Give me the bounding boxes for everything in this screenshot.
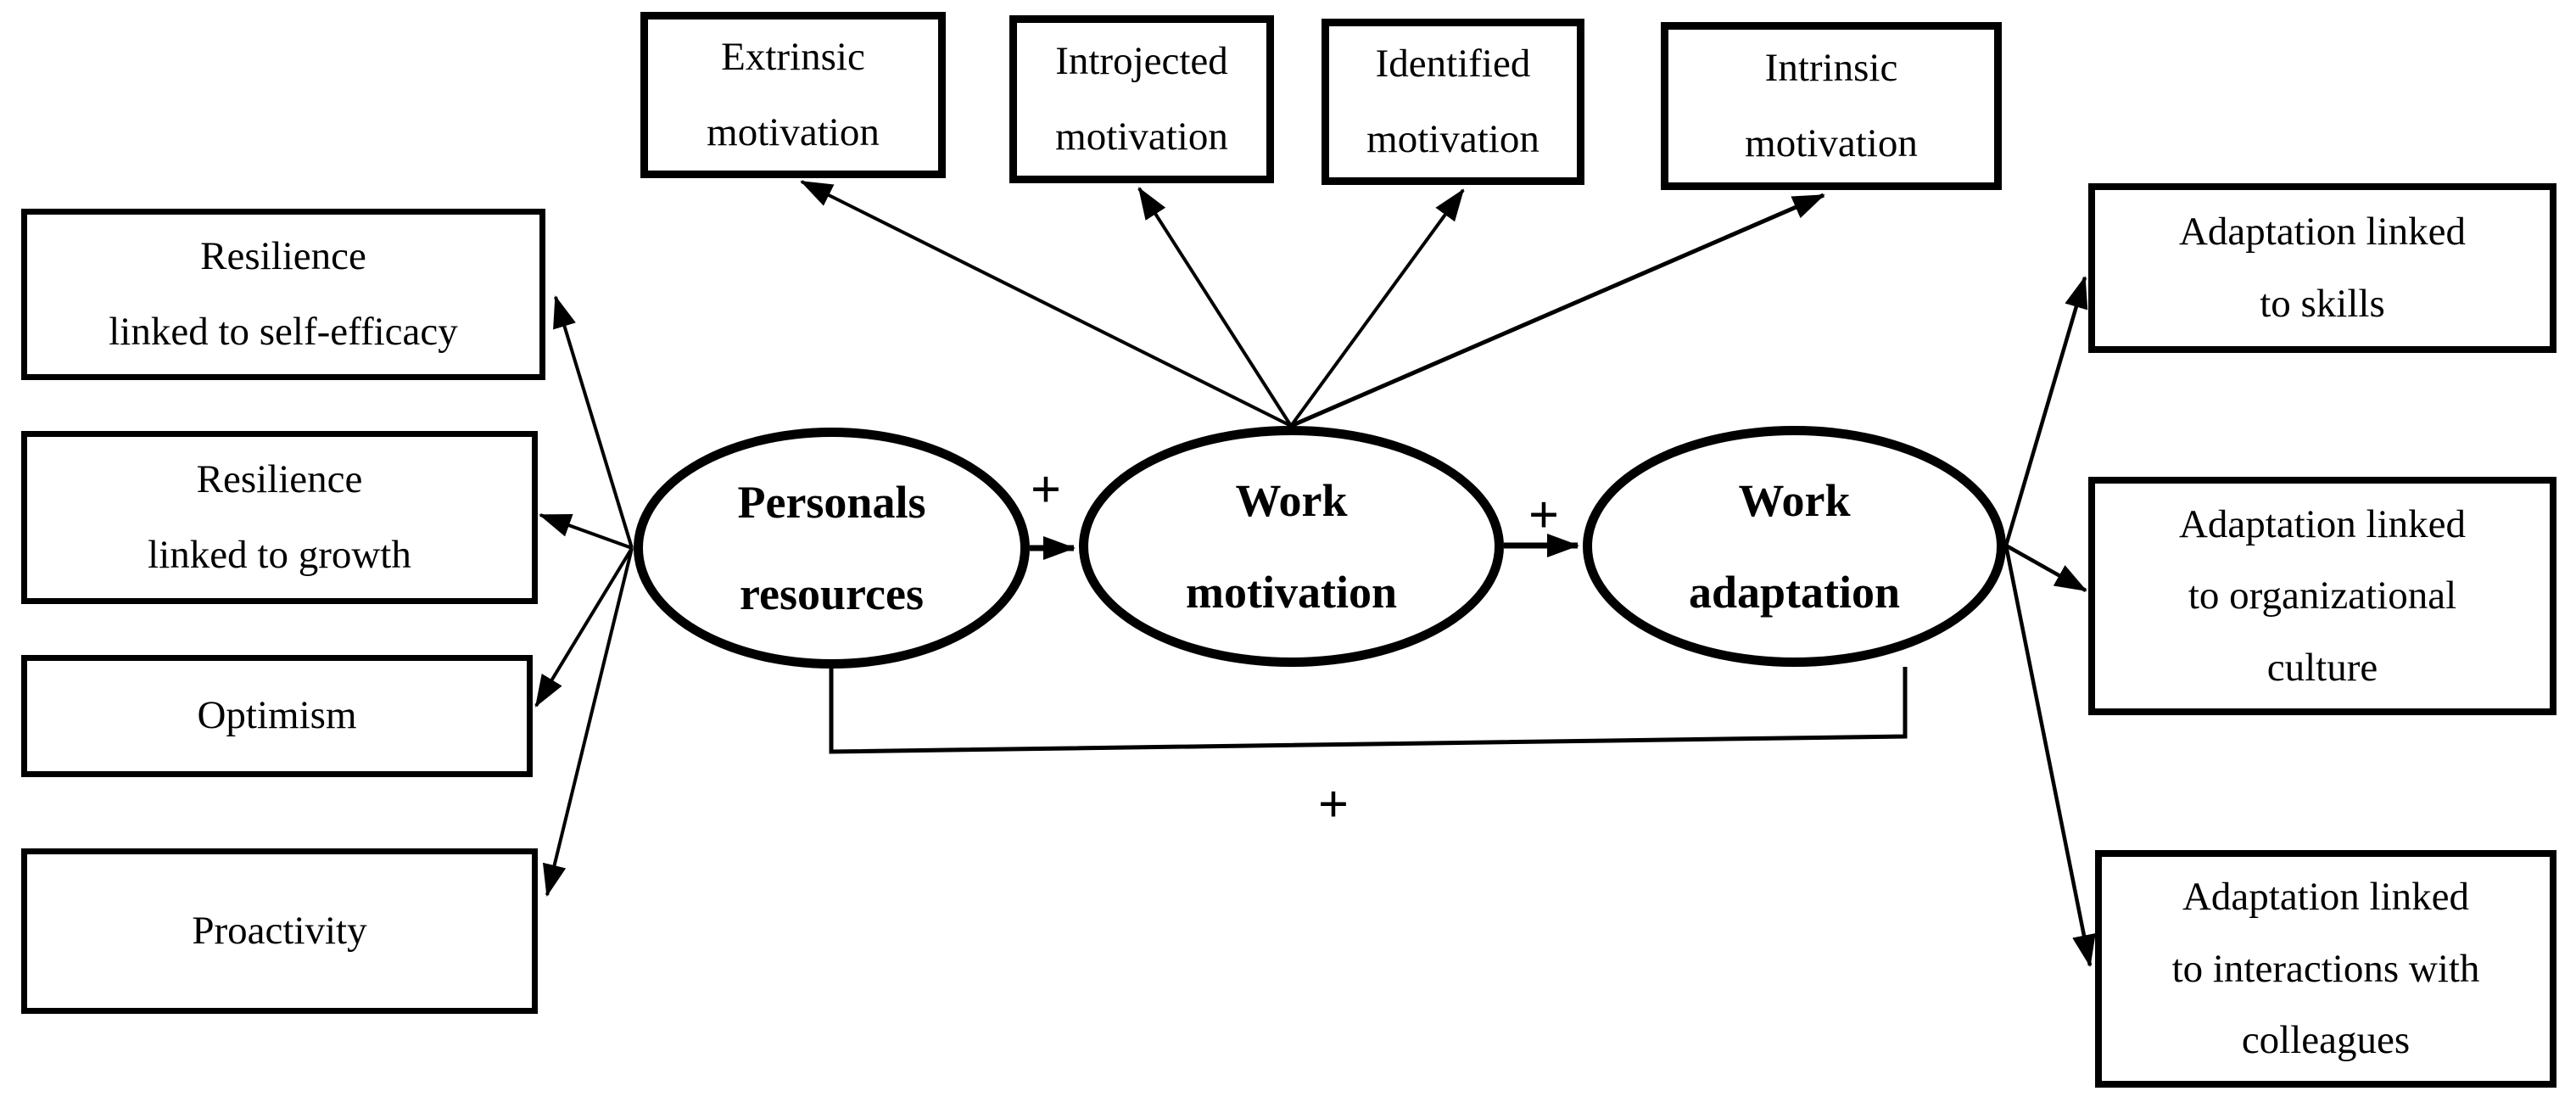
- node-label: Personals resources: [737, 477, 926, 619]
- edge-adaptation-to-skills: [2003, 276, 2088, 546]
- edge-motivation-to-identified: [1289, 188, 1465, 428]
- node-proactivity: Proactivity: [21, 848, 538, 1014]
- node-label: Identified motivation: [1366, 41, 1539, 161]
- node-label: Work motivation: [1186, 475, 1397, 618]
- node-label: Optimism: [197, 693, 357, 738]
- edge-personal-to-adaptation-direct: [829, 667, 1908, 754]
- edge-adaptation-to-org-culture: [2004, 544, 2087, 592]
- node-resilience-growth: Resilience linked to growth: [21, 431, 538, 604]
- node-label: Extrinsic motivation: [707, 34, 880, 154]
- edge-personal-to-optimism: [534, 546, 634, 708]
- edge-motivation-to-intrinsic: [1290, 193, 1825, 428]
- node-optimism: Optimism: [21, 655, 533, 777]
- node-identified-motivation: Identified motivation: [1322, 19, 1584, 185]
- node-label: Introjected motivation: [1055, 38, 1228, 159]
- edge-adaptation-to-colleagues: [2003, 545, 2096, 967]
- node-label: Adaptation linked to skills: [2178, 210, 2467, 326]
- latent-personal-resources: Personals resources: [634, 428, 1030, 669]
- edge-personal-to-proactivity: [542, 547, 634, 897]
- path-sign-personal-to-motivation: +: [1030, 459, 1062, 519]
- edge-personal-to-growth: [539, 513, 633, 550]
- node-label: Intrinsic motivation: [1745, 45, 1918, 165]
- node-label: Work adaptation: [1688, 475, 1901, 618]
- latent-work-adaptation: Work adaptation: [1583, 426, 2006, 667]
- node-adaptation-colleagues: Adaptation linked to interactions with c…: [2095, 850, 2556, 1088]
- node-label: Resilience linked to growth: [148, 456, 411, 577]
- node-extrinsic-motivation: Extrinsic motivation: [640, 12, 946, 178]
- edge-personal-to-self-efficacy: [553, 295, 634, 549]
- path-sign-personal-to-adaptation: +: [1317, 774, 1349, 834]
- node-label: Adaptation linked to organizational cult…: [2178, 501, 2467, 690]
- latent-work-motivation: Work motivation: [1079, 426, 1504, 667]
- edge-motivation-to-introjected: [1137, 187, 1293, 428]
- path-sign-motivation-to-adaptation: +: [1528, 484, 1560, 545]
- edge-motivation-to-extrinsic: [800, 180, 1292, 428]
- node-adaptation-skills: Adaptation linked to skills: [2088, 183, 2556, 353]
- node-label: Adaptation linked to interactions with c…: [2171, 875, 2480, 1063]
- node-intrinsic-motivation: Intrinsic motivation: [1661, 22, 2002, 190]
- node-label: Proactivity: [192, 908, 367, 953]
- node-adaptation-organizational-culture: Adaptation linked to organizational cult…: [2088, 477, 2556, 715]
- node-introjected-motivation: Introjected motivation: [1009, 15, 1274, 183]
- node-label: Resilience linked to self-efficacy: [109, 233, 458, 354]
- node-resilience-self-efficacy: Resilience linked to self-efficacy: [21, 209, 545, 380]
